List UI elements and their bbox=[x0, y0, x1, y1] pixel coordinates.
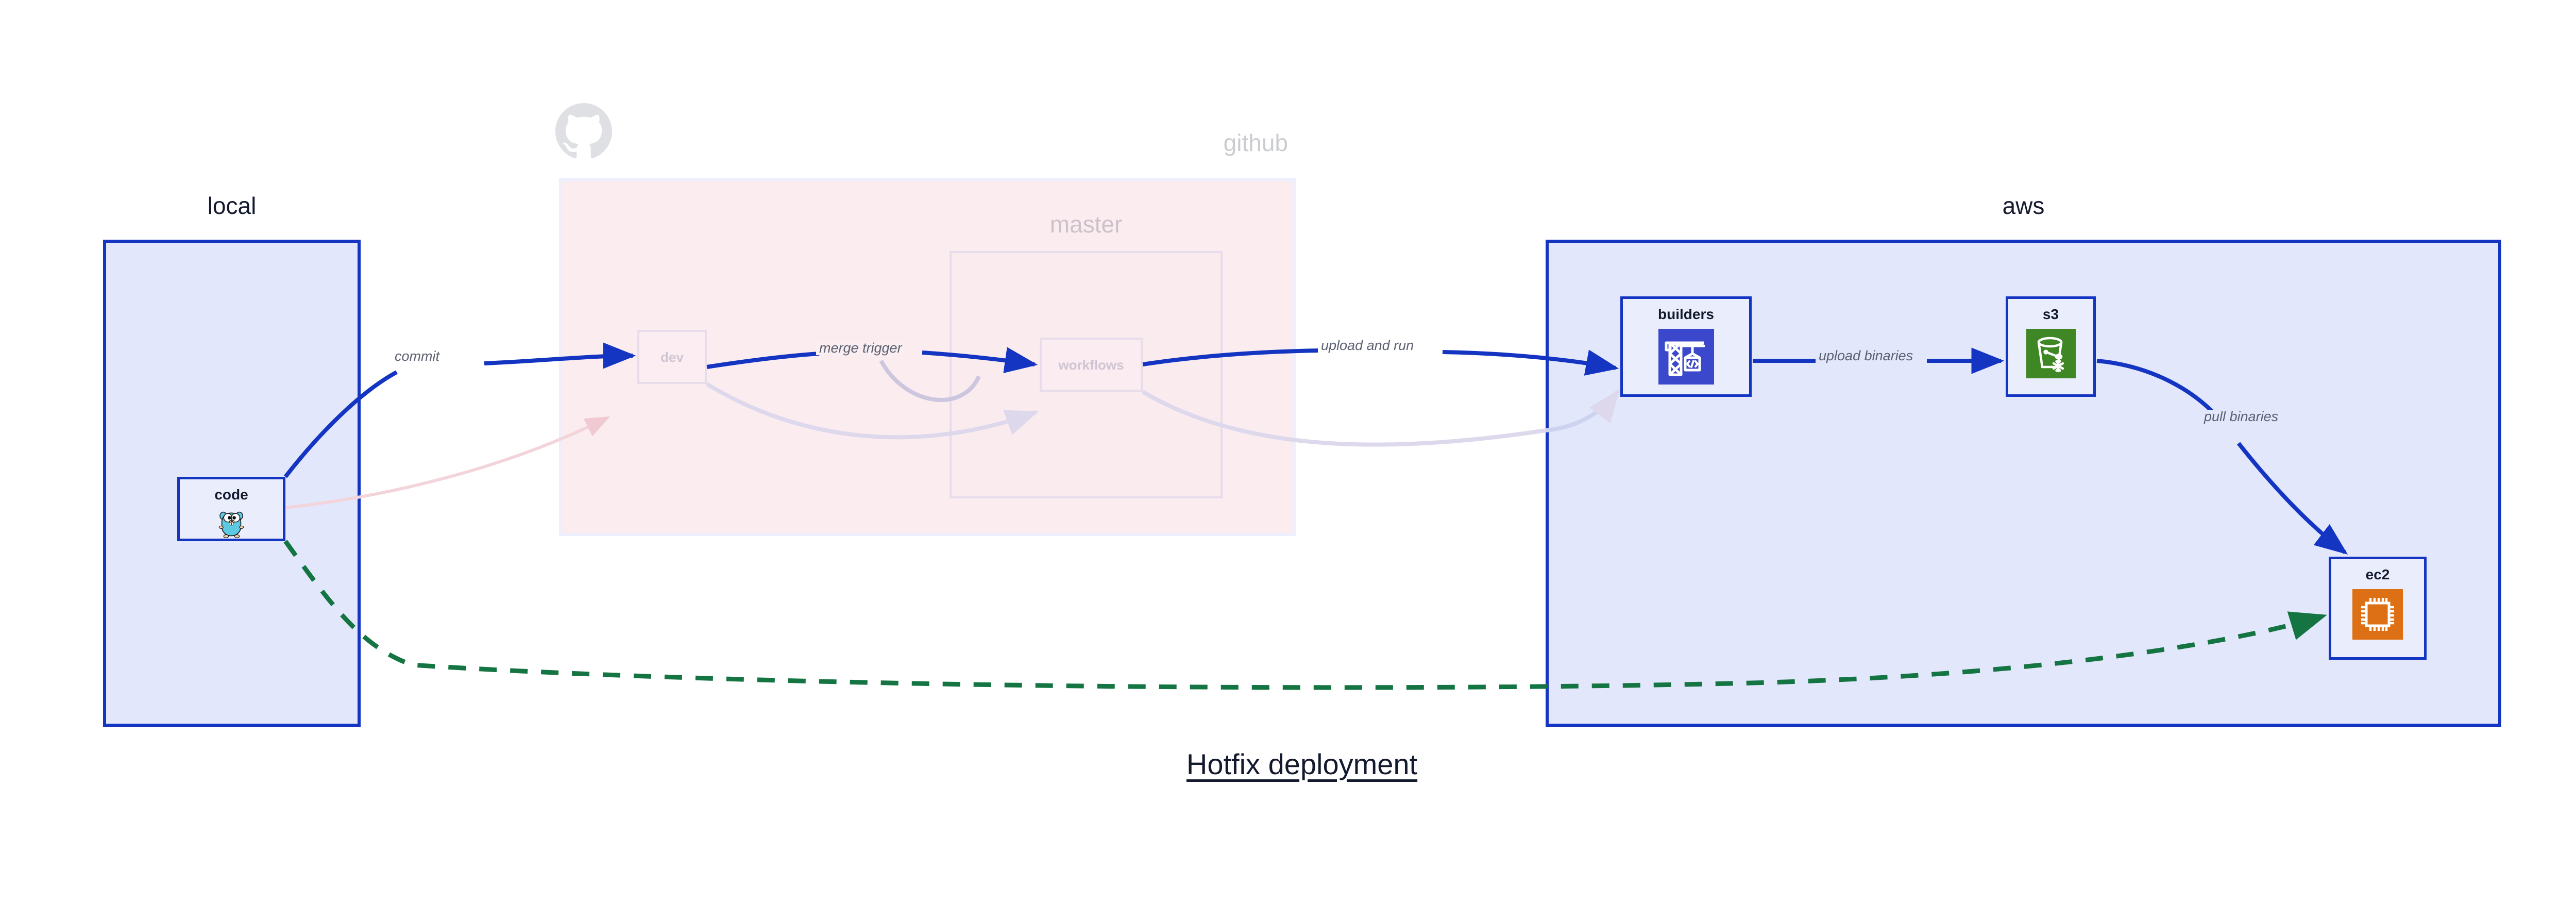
node-label-code: code bbox=[214, 487, 248, 503]
group-label-aws: aws bbox=[2002, 192, 2045, 219]
group-label-master: master bbox=[1049, 211, 1123, 238]
aws-s3-glacier-icon bbox=[2026, 329, 2076, 378]
edge-label-pull-binaries: pull binaries bbox=[2201, 410, 2282, 424]
aws-ec2-icon bbox=[2352, 589, 2403, 640]
node-label-dev: dev bbox=[660, 349, 684, 365]
node-label-ec2: ec2 bbox=[2365, 566, 2390, 582]
diagram-title: Hotfix deployment bbox=[1186, 748, 1418, 780]
aws-codebuild-icon bbox=[1658, 329, 1714, 385]
github-octocat-icon bbox=[555, 103, 612, 159]
edge-label-upload-and-run: upload and run bbox=[1318, 339, 1417, 353]
node-label-builders: builders bbox=[1658, 306, 1714, 322]
node-code[interactable]: code bbox=[177, 477, 285, 541]
edge-label-commit: commit bbox=[392, 349, 443, 363]
go-gopher-icon bbox=[218, 511, 244, 538]
node-label-s3: s3 bbox=[2042, 306, 2059, 322]
node-workflows[interactable]: workflows bbox=[1040, 338, 1143, 392]
node-s3[interactable]: s3 bbox=[2006, 296, 2096, 397]
group-label-github: github bbox=[1223, 129, 1288, 156]
node-dev[interactable]: dev bbox=[637, 330, 707, 384]
group-label-local: local bbox=[207, 192, 257, 219]
edge-label-merge-trigger: merge trigger bbox=[816, 341, 905, 355]
node-builders[interactable]: builders bbox=[1620, 296, 1752, 397]
node-ec2[interactable]: ec2 bbox=[2329, 557, 2427, 660]
edge-label-upload-binaries: upload binaries bbox=[1816, 349, 1917, 363]
node-label-workflows: workflows bbox=[1058, 357, 1124, 373]
group-master bbox=[950, 251, 1223, 498]
